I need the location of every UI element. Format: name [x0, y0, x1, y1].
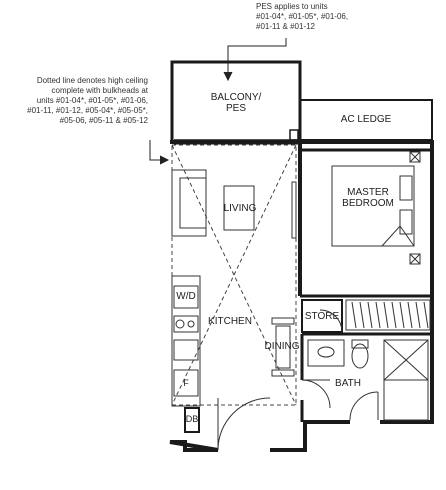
dining-set [271, 317, 295, 377]
washer-dryer [173, 285, 199, 309]
hob [173, 315, 199, 333]
bedside-x-1 [409, 151, 421, 163]
tv-console [291, 181, 297, 239]
leader-lines [149, 38, 287, 165]
high-ceiling-outline [171, 144, 297, 406]
living-furniture [171, 169, 297, 239]
coffee-table [223, 185, 255, 231]
label-washer-dryer: W/D [176, 291, 196, 302]
toilet [351, 343, 369, 369]
room-label-master-bedroom: MASTER BEDROOM [342, 187, 394, 209]
label-fridge: F [183, 378, 189, 388]
kitchen-counter [171, 275, 201, 407]
vanity [307, 339, 345, 367]
bedside-x-2 [409, 253, 421, 265]
walls [169, 60, 434, 452]
wardrobe [345, 299, 431, 331]
kitchen-fixtures [171, 275, 201, 407]
room-label-store: STORE [304, 311, 340, 322]
fridge [173, 369, 199, 397]
pes-annotation: PES applies to units #01-04*, #01-05*, #… [256, 2, 349, 31]
store-wall [301, 299, 343, 333]
label-db: DB [185, 414, 199, 424]
sink [173, 339, 199, 361]
room-label-dining: DINING [264, 341, 300, 352]
column [289, 129, 299, 141]
room-label-bath: BATH [335, 378, 361, 389]
db-closet [184, 407, 200, 433]
room-label-ac-ledge: AC LEDGE [340, 114, 392, 125]
door-swings [217, 309, 379, 451]
room-label-living: LIVING [223, 203, 257, 214]
bed [331, 151, 421, 265]
room-label-balcony: BALCONY/ PES [210, 92, 262, 114]
bath-fixtures [307, 339, 429, 421]
ceiling-annotation: Dotted line denotes high ceiling complet… [27, 76, 148, 125]
room-label-kitchen: KITCHEN [208, 316, 252, 327]
